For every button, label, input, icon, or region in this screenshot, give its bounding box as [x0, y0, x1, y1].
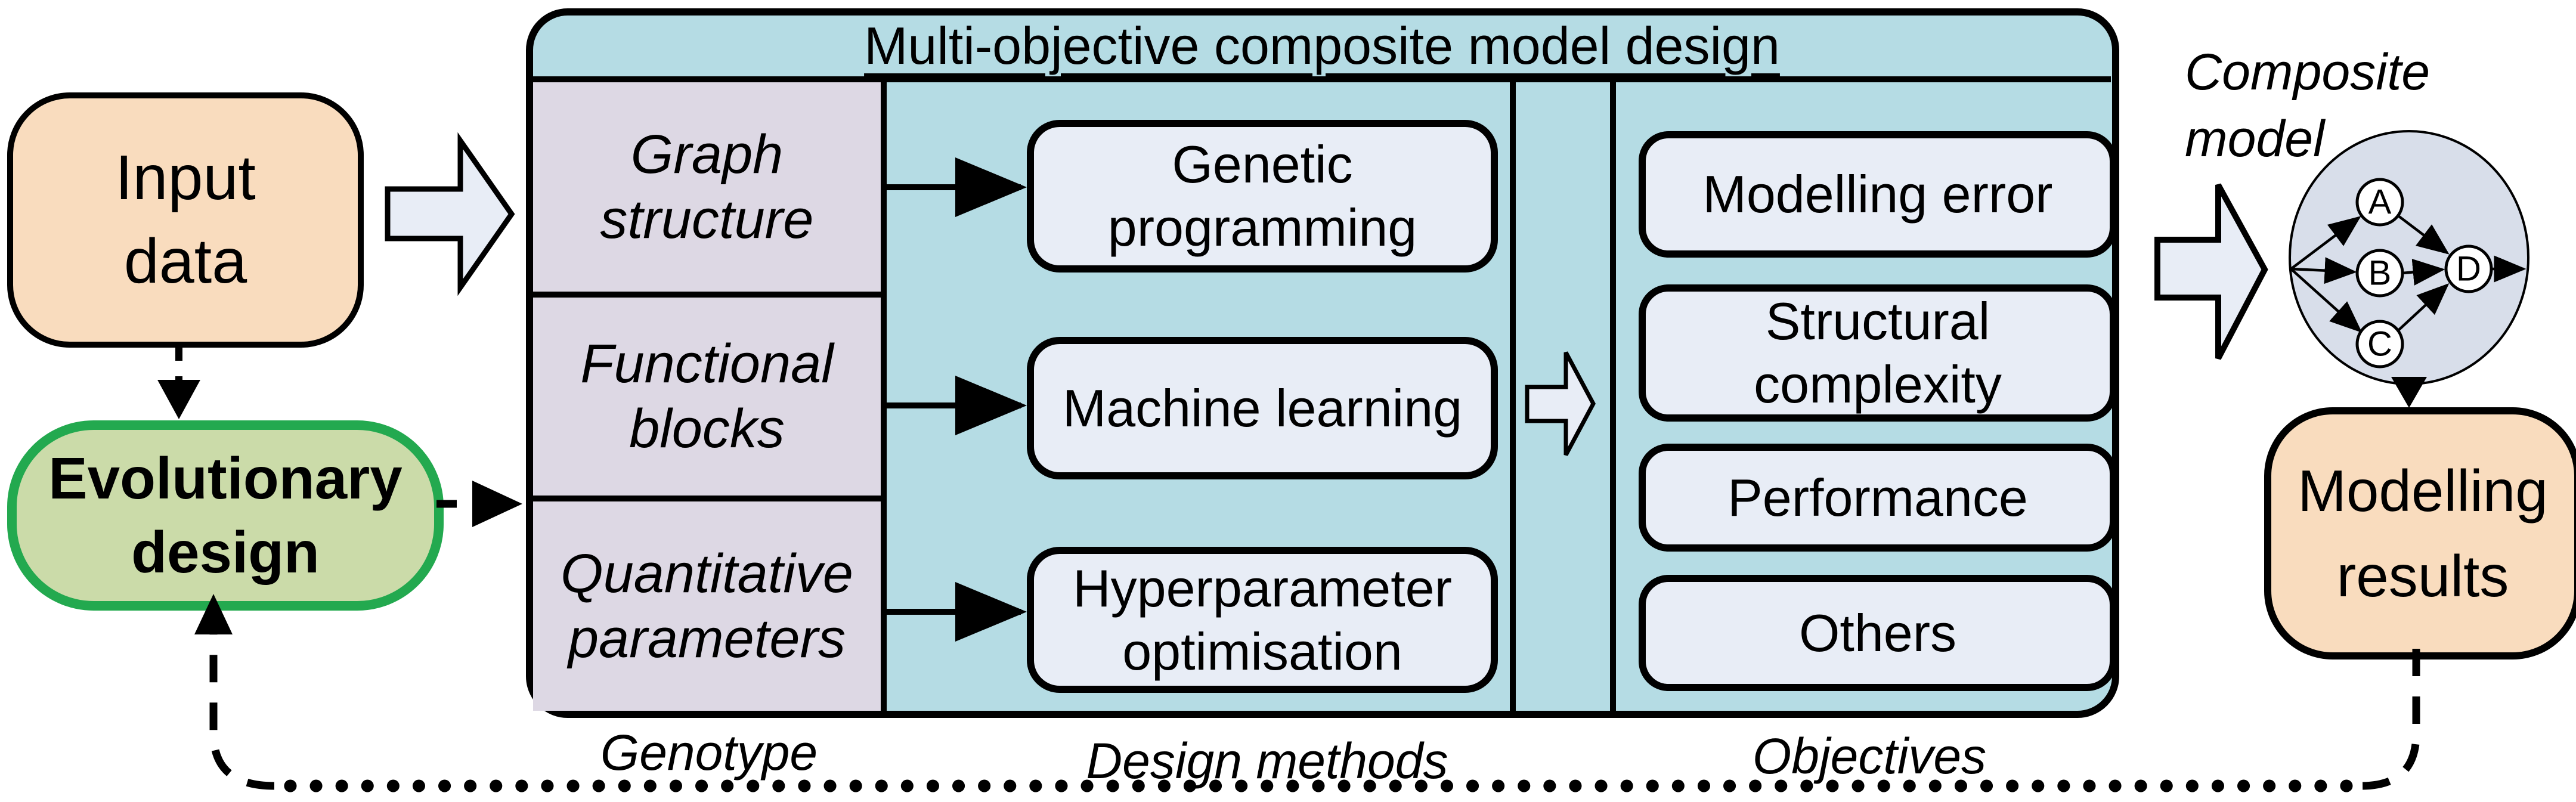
modelling-results-box: Modelling results: [2264, 407, 2576, 659]
genotype-column: Graph structure Functional blocks Quanti…: [533, 82, 887, 711]
edge-in-to-a: [2290, 216, 2361, 270]
input-data-box: Input data: [7, 92, 364, 348]
objective-box-others: Others: [1639, 575, 2117, 691]
graph-node-b: [2355, 249, 2404, 298]
graph-node-d-label: D: [2456, 250, 2481, 289]
input-data-line1: Input: [115, 143, 256, 213]
edge-in-to-c: [2290, 268, 2363, 333]
graph-node-d: [2444, 244, 2493, 293]
graph-node-a-label: A: [2368, 183, 2392, 222]
feedback-left-segment: [209, 608, 275, 790]
method-box-hyperparameter-optimisation: Hyperparameter optimisation: [1027, 547, 1498, 693]
evolutionary-design-line1: Evolutionary: [48, 445, 402, 512]
method-box-machine-learning: Machine learning: [1027, 337, 1498, 479]
input-data-line2: data: [123, 226, 247, 296]
diagram-title: Multi-objective composite model design: [864, 16, 1780, 75]
footer-label-design-methods: Design methods: [1086, 733, 1448, 789]
footer-label-genotype: Genotype: [600, 724, 818, 781]
genotype-row-functional-blocks: Functional blocks: [533, 292, 881, 501]
graph-node-a: [2355, 178, 2404, 227]
evolutionary-design-line2: design: [131, 519, 320, 585]
edge-a-to-d: [2397, 215, 2450, 255]
block-arrow-input-to-container: [385, 132, 515, 296]
title-divider: [533, 76, 2111, 82]
modelling-results-line2: results: [2336, 543, 2509, 609]
genotype-row-quantitative-parameters: Quantitative parameters: [561, 543, 853, 669]
objective-box-structural-complexity: Structural complexity: [1639, 284, 2117, 422]
method-box-genetic-programming: Genetic programming: [1027, 120, 1498, 273]
edge-c-to-d: [2397, 283, 2450, 332]
objective-box-performance: Performance: [1639, 444, 2117, 552]
edge-b-to-d: [2402, 259, 2445, 286]
dashed-arrow-input-to-evolutionary: [157, 343, 200, 419]
footer-label-objectives: Objectives: [1752, 728, 1987, 784]
graph-node-b-label: B: [2368, 254, 2392, 293]
modelling-results-line1: Modelling: [2298, 458, 2548, 524]
graph-node-c-label: C: [2367, 325, 2392, 364]
objectives-left-divider: [1610, 82, 1616, 711]
methods-right-divider: [1510, 82, 1516, 711]
edge-in-to-b: [2290, 257, 2357, 284]
objective-box-modelling-error: Modelling error: [1639, 131, 2117, 258]
block-arrow-to-composite-model: [2154, 183, 2268, 360]
feedback-right-segment: [2361, 649, 2420, 790]
graph-node-c: [2355, 320, 2404, 369]
genotype-row-graph-structure: Graph structure: [600, 123, 814, 250]
dashed-arrow-evolutionary-to-container: [436, 481, 522, 527]
composite-model-label: Composite model: [2185, 44, 2431, 168]
dashed-arrow-graph-to-results: [2391, 377, 2427, 408]
evolutionary-design-box: Evolutionary design: [7, 420, 444, 611]
